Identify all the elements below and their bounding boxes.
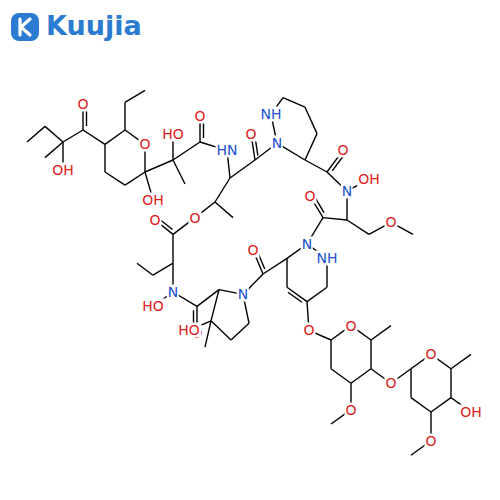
atom-label: HN xyxy=(216,143,239,158)
single-bond xyxy=(205,321,211,347)
atom-label: O xyxy=(302,323,315,338)
single-bond xyxy=(211,321,231,340)
atom-label: OH xyxy=(357,172,381,187)
single-bond xyxy=(45,142,63,158)
single-bond xyxy=(125,172,145,185)
atom-label: HO xyxy=(141,299,165,314)
atom-label: O xyxy=(344,402,357,417)
single-bond xyxy=(45,126,63,142)
single-bond xyxy=(450,369,451,398)
single-bond xyxy=(137,263,153,275)
single-bond xyxy=(172,234,173,263)
single-bond xyxy=(231,323,249,340)
single-bond xyxy=(370,340,371,369)
atom-label: O xyxy=(336,143,349,158)
single-bond xyxy=(27,126,45,142)
atom-label: O xyxy=(138,137,151,152)
watermark-logo: Kuujia xyxy=(46,10,142,42)
single-bond xyxy=(347,220,369,234)
double-bond-line xyxy=(160,219,173,229)
atom-label: O xyxy=(193,108,206,123)
atom-label: O xyxy=(244,126,257,141)
single-bond xyxy=(215,202,233,218)
atom-label: O xyxy=(246,243,259,258)
single-bond xyxy=(410,369,411,398)
single-bond xyxy=(283,98,305,108)
atom-label: O xyxy=(424,433,437,448)
double-bond-line xyxy=(288,292,302,302)
single-bond xyxy=(211,290,219,321)
single-bond xyxy=(145,160,173,172)
atom-label: O xyxy=(76,96,89,111)
single-bond xyxy=(305,134,317,160)
atom-label: O xyxy=(424,347,437,362)
atom-label: OH xyxy=(51,162,75,177)
single-bond xyxy=(104,144,105,172)
atom-label: O xyxy=(188,210,201,225)
single-bond xyxy=(153,263,173,275)
atom-label: NH xyxy=(260,107,283,122)
single-bond xyxy=(125,90,145,102)
single-bond xyxy=(263,258,287,274)
single-bond xyxy=(330,340,331,369)
atom-label: N xyxy=(301,237,313,252)
atom-label: O xyxy=(344,318,357,333)
double-bond-line xyxy=(332,156,343,171)
single-bond xyxy=(105,172,125,185)
atom-label: OH xyxy=(141,192,165,207)
atom-label: OH xyxy=(459,405,483,420)
single-bond xyxy=(230,160,255,178)
atom-label: NH xyxy=(316,251,339,266)
single-bond xyxy=(411,398,431,412)
single-bond xyxy=(431,398,451,412)
single-bond xyxy=(286,258,287,287)
single-bond xyxy=(331,369,351,383)
single-bond xyxy=(307,287,327,301)
single-bond xyxy=(451,354,471,368)
single-bond xyxy=(287,287,307,301)
atom-label: N xyxy=(167,285,179,300)
single-bond xyxy=(124,102,125,130)
atom-label: HO xyxy=(161,126,185,141)
single-bond xyxy=(305,160,327,172)
single-bond xyxy=(173,160,185,184)
single-bond xyxy=(215,178,230,202)
logo-icon xyxy=(10,12,40,42)
single-bond xyxy=(63,130,83,142)
atom-label: N xyxy=(237,287,249,302)
single-bond xyxy=(83,130,105,144)
atom-label: HO xyxy=(177,323,201,338)
single-bond xyxy=(173,142,200,160)
single-bond xyxy=(105,130,125,144)
atom-label: O xyxy=(384,215,397,230)
atom-label: O xyxy=(303,189,316,204)
single-bond xyxy=(371,326,391,340)
single-bond xyxy=(323,218,347,220)
atom-label: N xyxy=(341,184,353,199)
atom-label: O xyxy=(384,376,397,391)
single-bond xyxy=(305,107,317,133)
single-bond xyxy=(351,369,371,383)
atom-label: N xyxy=(271,136,283,151)
atom-label: O xyxy=(148,213,161,228)
